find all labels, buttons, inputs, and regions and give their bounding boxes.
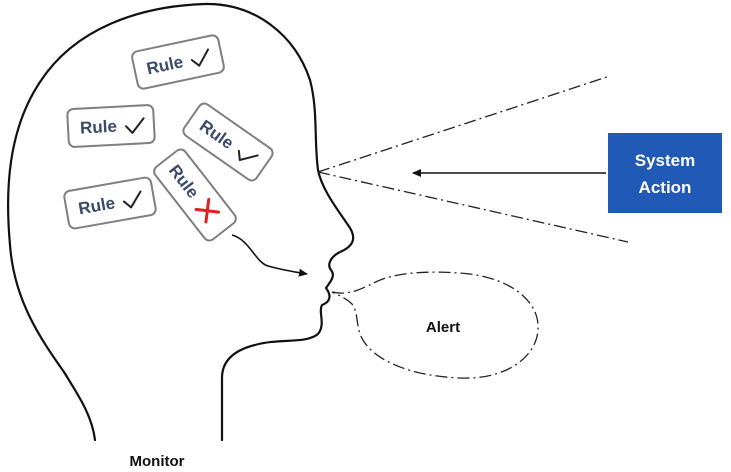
check-icon (122, 190, 142, 209)
check-icon (190, 48, 210, 67)
alert-label: Alert (426, 319, 460, 336)
rule-card: Rule (131, 34, 225, 90)
head-silhouette (6, 2, 355, 442)
rule-card: Rule (66, 104, 156, 148)
check-icon (237, 149, 259, 162)
cone-line-top (317, 75, 611, 173)
cross-icon (194, 198, 221, 224)
rule-card: Rule (153, 148, 237, 242)
rule-card: Rule (63, 176, 157, 230)
curved-arrow (231, 234, 308, 277)
alert-bubble (331, 271, 539, 379)
system-action-box: System Action (608, 133, 722, 213)
system-action-line1: System (635, 151, 695, 170)
check-icon (125, 117, 145, 134)
cone-line-bottom (317, 171, 629, 243)
system-action-line2: Action (639, 178, 692, 197)
monitor-label: Monitor (130, 453, 185, 470)
rule-label: Rule (80, 117, 118, 138)
rule-card: Rule (182, 102, 274, 182)
